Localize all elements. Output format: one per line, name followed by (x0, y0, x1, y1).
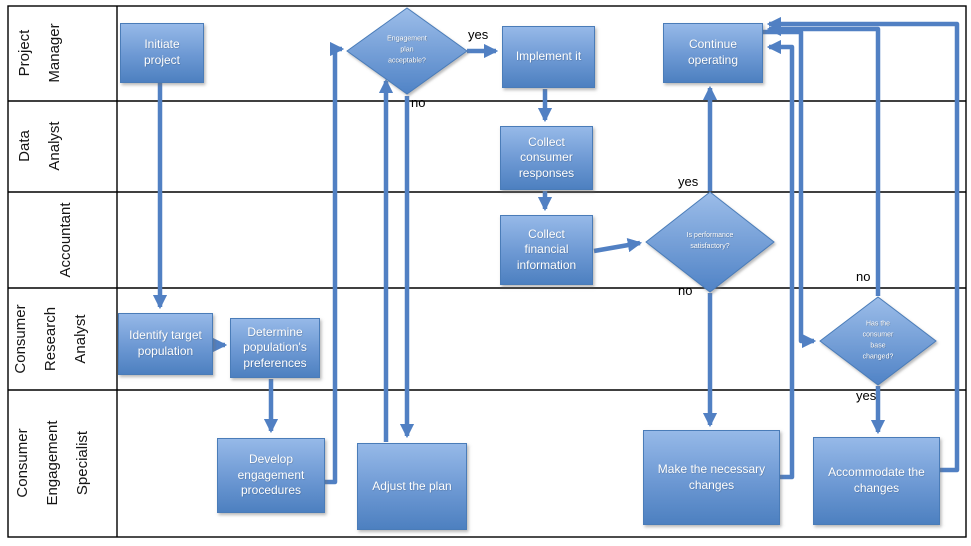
node-develop-engagement-procedures[interactable]: Develop engagement procedures (217, 438, 325, 513)
lane-label-accountant: Accountant (57, 202, 74, 278)
diamond-has-consumer-base-changed[interactable] (819, 296, 937, 386)
edge-label-perf-yes: yes (678, 174, 699, 189)
edge-accommodate-to-continue (766, 16, 960, 473)
node-collect-consumer-responses[interactable]: Collect consumer responses (500, 126, 593, 190)
edge-make-changes-to-continue (766, 39, 795, 480)
node-accommodate-changes[interactable]: Accommodate the changes (813, 437, 940, 525)
diamond-is-performance-satisfactory[interactable] (645, 191, 775, 293)
node-determine-populations-preferences[interactable]: Determine population's preferences (230, 318, 320, 378)
connectors (152, 16, 960, 485)
label-is-performance-satisfactory: Is performance satisfactory? (686, 232, 734, 250)
edge-label-base-no: no (856, 269, 871, 284)
lane-label-data-analyst: Data Analyst (16, 121, 63, 171)
node-identify-target-population[interactable]: Identify target population (118, 313, 213, 375)
edge-label-plan-no: no (411, 95, 426, 110)
node-make-necessary-changes[interactable]: Make the necessary changes (643, 430, 780, 525)
swimlane-grid (7, 5, 967, 538)
edge-label-base-yes: yes (856, 388, 877, 403)
node-continue-operating[interactable]: Continue operating (663, 23, 763, 83)
lane-label-project-manager: Project Manager (16, 23, 63, 83)
node-implement-it[interactable]: Implement it (502, 26, 595, 88)
node-initiate-project[interactable]: Initiate project (120, 23, 204, 83)
edge-label-perf-no: no (678, 283, 693, 298)
node-collect-financial-information[interactable]: Collect financial information (500, 215, 593, 285)
node-adjust-the-plan[interactable]: Adjust the plan (357, 443, 467, 530)
edge-base-no-to-continue (766, 21, 881, 296)
label-engagement-plan-acceptable: Engagement plan acceptable? (387, 35, 427, 65)
lane-label-consumer-research-analyst: Consumer Research Analyst (12, 304, 89, 374)
edge-develop-to-plan-diamond (325, 41, 345, 485)
diamond-engagement-plan-acceptable[interactable] (346, 7, 468, 95)
label-has-consumer-base-changed: Has the consumer base changed? (862, 320, 894, 360)
lane-label-consumer-engagement-specialist: Consumer Engagement Specialist (14, 420, 91, 506)
edge-financial-to-perf-diamond (593, 238, 643, 254)
edge-continue-to-base-diamond (763, 29, 817, 349)
decision-shapes (346, 7, 937, 386)
edge-label-plan-yes: yes (468, 27, 489, 42)
